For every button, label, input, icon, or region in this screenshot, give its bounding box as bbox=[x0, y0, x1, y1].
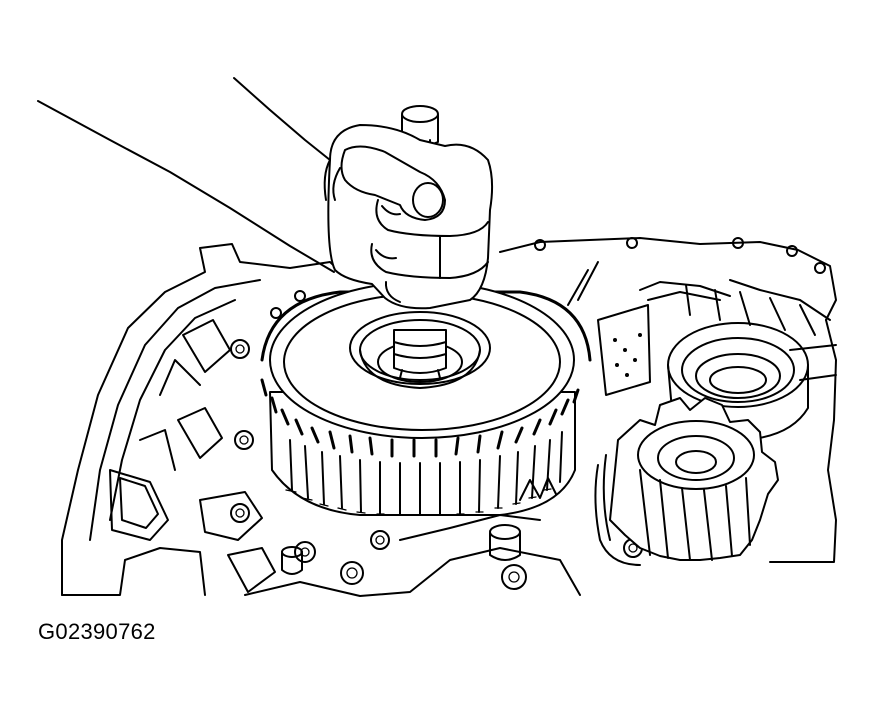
transmission-case bbox=[61, 237, 837, 597]
helical-gear bbox=[594, 397, 779, 566]
differential-housing bbox=[567, 261, 837, 441]
clutch-drum bbox=[260, 281, 592, 516]
hand-gripping-shaft bbox=[37, 77, 494, 310]
figure-code-label: G02390762 bbox=[38, 619, 156, 644]
